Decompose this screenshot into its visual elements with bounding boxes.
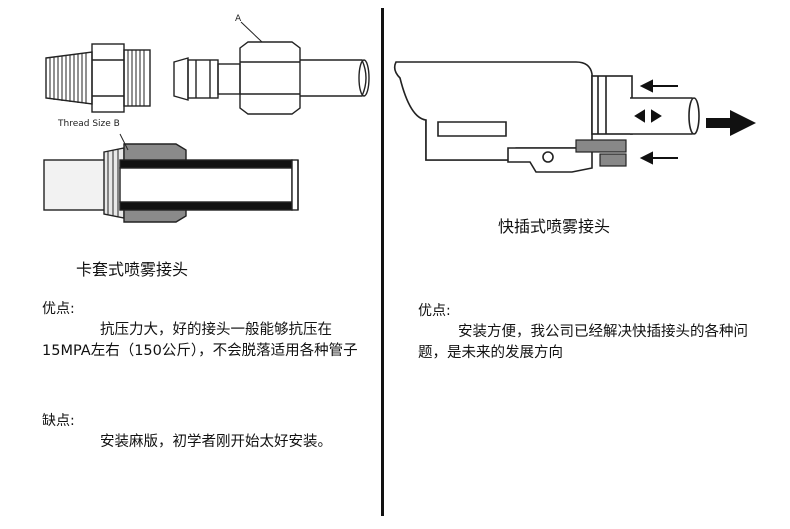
push-in-fitting-drawing [393, 61, 756, 173]
center-divider [381, 8, 384, 516]
left-cons-heading: 缺点: [42, 413, 75, 429]
left-cons-body: 安装麻版，初学者刚开始太好安装。 [100, 434, 332, 450]
right-pros-heading: 优点: [418, 303, 451, 319]
right-pros-body: 安装方便，我公司已经解决快插接头的各种问题，是未来的发展方向 [418, 324, 748, 361]
left-pros-text: 抗压力大，好的接头一般能够抗压在15MPA左右（150公斤），不会脱落适用各种管… [42, 320, 374, 362]
label-thread-size-b: Thread Size B [58, 119, 120, 129]
left-title: 卡套式喷雾接头 [76, 260, 189, 279]
compression-fitting-drawing [43, 21, 370, 223]
right-title: 快插式喷雾接头 [498, 217, 611, 236]
right-pros-text: 安装方便，我公司已经解决快插接头的各种问题，是未来的发展方向 [418, 322, 768, 364]
left-pros-heading: 优点: [42, 301, 75, 317]
label-a: A [235, 14, 242, 24]
left-cons-text: 安装麻版，初学者刚开始太好安装。 [42, 432, 374, 453]
left-pros-body: 抗压力大，好的接头一般能够抗压在15MPA左右（150公斤），不会脱落适用各种管… [42, 322, 358, 359]
